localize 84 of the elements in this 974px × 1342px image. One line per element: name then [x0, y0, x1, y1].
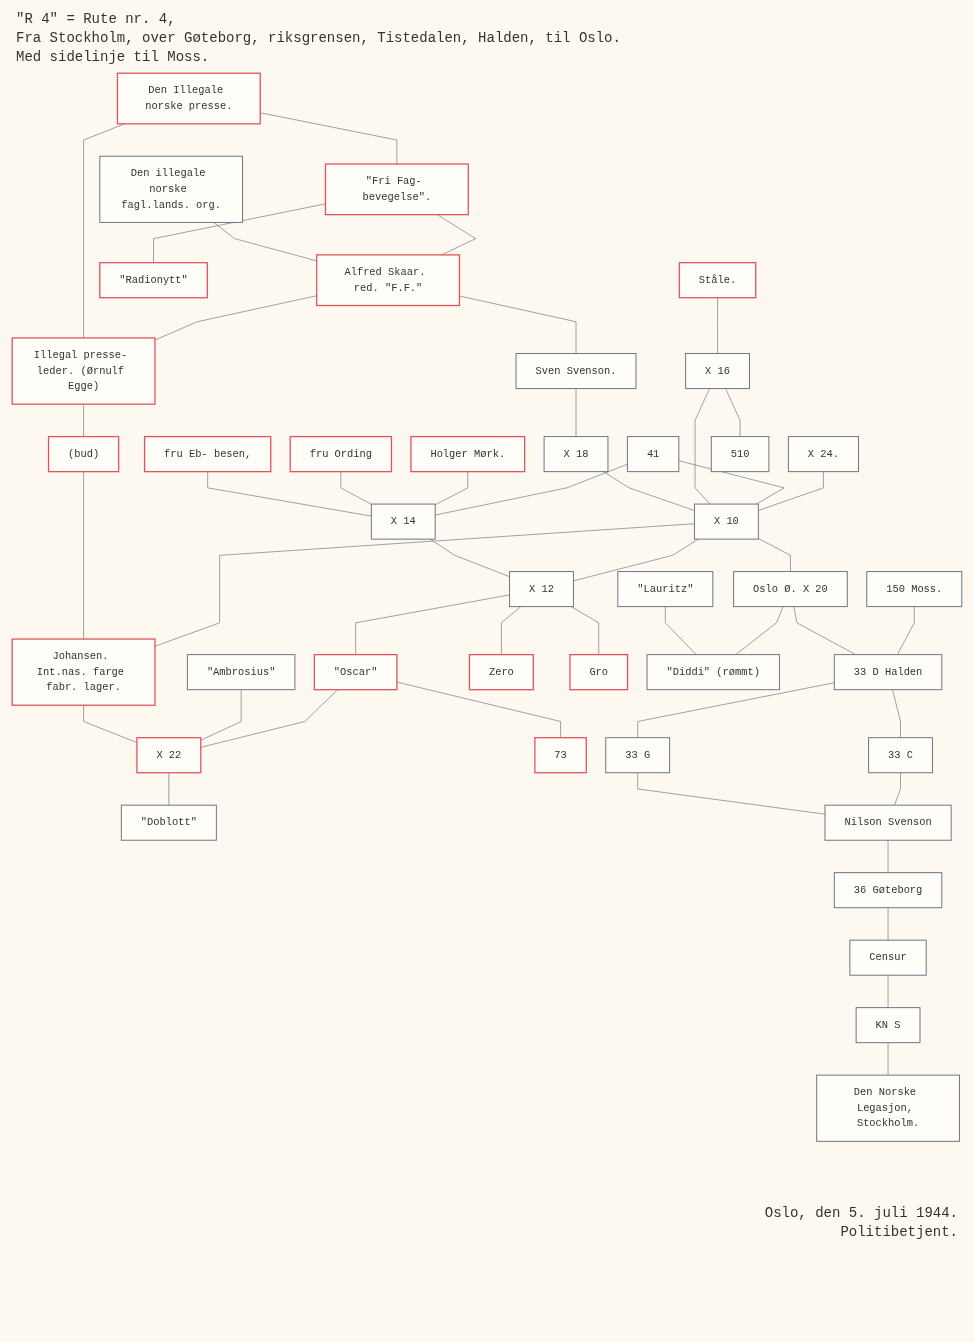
connector	[637, 772, 826, 815]
connector	[887, 907, 889, 941]
node-box: 150 Moss.	[866, 571, 963, 608]
node-box: Johansen. Int.nas. farge fabr. lager.	[11, 638, 156, 706]
node-box: fru Eb- besen,	[143, 435, 272, 473]
node-box: KN S	[855, 1007, 921, 1044]
node-box: Den illegale norske fagl.lands. org.	[99, 155, 244, 223]
connector	[887, 974, 889, 1008]
node-box: "Diddi" (rømmt)	[646, 654, 780, 691]
node-box: Illegal presse- leder. (Ørnulf Egge)	[11, 337, 156, 405]
node-box: Den Norske Legasjon, Stockholm.	[816, 1074, 960, 1142]
node-box: 73	[534, 737, 587, 774]
connector	[200, 689, 338, 748]
node-box: Zero	[468, 654, 534, 691]
connector	[694, 388, 711, 505]
connector	[396, 681, 561, 738]
typed-note: Politibetjent.	[839, 1224, 958, 1240]
node-box: "Doblott"	[120, 804, 217, 841]
connector	[897, 606, 915, 655]
node-box: Oslo Ø. X 20	[733, 571, 848, 608]
node-box: 41	[626, 436, 680, 473]
connector	[678, 460, 785, 505]
node-box: "Lauritz"	[617, 571, 714, 608]
connector	[153, 203, 326, 263]
node-box: X 12	[509, 571, 574, 608]
node-box: Censur	[849, 939, 927, 976]
node-box: Ståle.	[678, 262, 757, 299]
connector	[758, 538, 791, 572]
node-box: "Oscar"	[313, 654, 398, 691]
node-box: Sven Svenson.	[515, 353, 637, 390]
connector	[735, 606, 784, 655]
connector	[83, 403, 84, 437]
node-box: Gro	[569, 654, 629, 691]
typed-note: "R 4" = Rute nr. 4,	[16, 11, 177, 27]
node-box: 33 G	[605, 737, 671, 774]
connector	[340, 471, 372, 505]
node-box: Holger Mørk.	[410, 435, 526, 473]
node-box: "Fri Fag- bevegelse".	[324, 163, 469, 216]
node-box: X 24.	[787, 436, 859, 473]
connector	[575, 388, 577, 437]
connector	[603, 471, 695, 511]
connector	[355, 594, 510, 655]
connector	[725, 388, 741, 437]
connector	[892, 689, 901, 738]
connector	[894, 772, 901, 806]
connector	[573, 538, 699, 582]
connector	[758, 471, 824, 511]
connector	[717, 297, 718, 354]
node-box: X 22	[136, 737, 202, 774]
typed-note: Med sidelinje til Moss.	[16, 49, 211, 65]
node-box: (bud)	[47, 435, 120, 473]
connector	[665, 606, 697, 655]
node-box: 33 C	[868, 737, 933, 774]
node-box: X 14	[370, 503, 436, 540]
typed-note: Fra Stockholm, over Gøteborg, riksgrensen, Tistedalen, Halden, til Oslo.	[16, 30, 622, 46]
node-box: X 16	[685, 353, 750, 390]
connector	[207, 471, 372, 517]
node-box: X 10	[693, 503, 759, 540]
typed-note: Oslo, den 5. juli 1944.	[763, 1205, 958, 1221]
connector	[83, 471, 84, 640]
connector	[154, 523, 695, 647]
node-box: 33 D Halden	[833, 654, 943, 691]
connector	[429, 538, 510, 577]
node-box: Nilson Svenson	[824, 804, 952, 841]
node-box: "Radionytt"	[99, 262, 208, 299]
node-box: 510	[710, 436, 770, 473]
connector	[434, 463, 628, 516]
connector	[154, 295, 317, 341]
node-box: "Ambrosius"	[186, 654, 296, 691]
connector	[168, 772, 170, 806]
connector	[793, 606, 856, 655]
connector	[501, 606, 521, 655]
node-box: fru Ording	[289, 435, 393, 473]
node-box: Den Illegale norske presse.	[116, 72, 261, 125]
node-box: X 18	[543, 436, 609, 473]
connector	[887, 839, 889, 873]
connector	[887, 1042, 889, 1076]
connector	[434, 471, 469, 506]
connector	[637, 682, 835, 738]
node-box: 36 Gøteborg	[833, 872, 943, 909]
node-box: Alfred Skaar. red. "F.F."	[316, 254, 461, 307]
connector	[83, 123, 126, 339]
connector	[459, 295, 577, 354]
connector	[213, 222, 317, 262]
